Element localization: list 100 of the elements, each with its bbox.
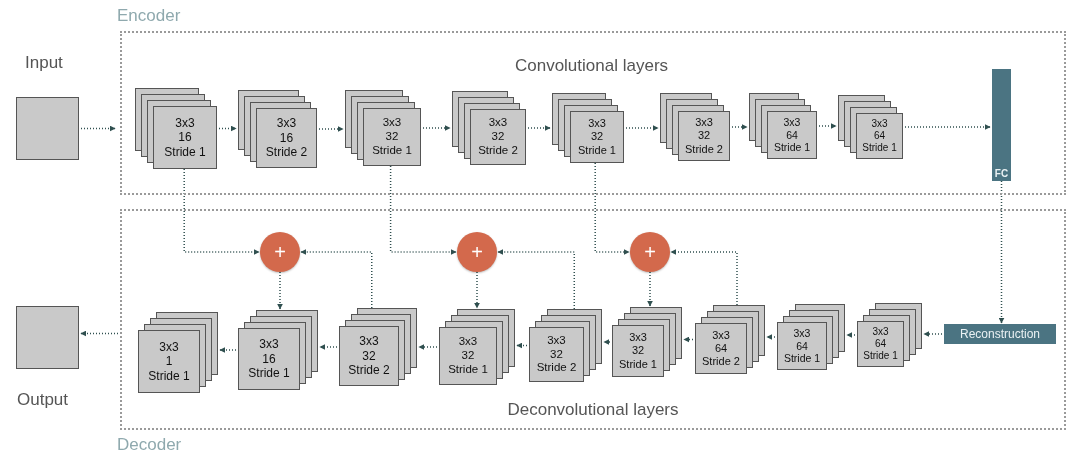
layer-label: 3x3 [695,116,713,130]
add-circle [457,232,497,272]
layer-label: Stride 1 [773,141,811,154]
layer-label: Stride 2 [265,145,308,160]
layer-label: 32 [362,348,376,364]
bar-label: FC [994,168,1009,179]
arrow [647,271,653,307]
io-label: Input [25,53,63,73]
layer-label: Stride 1 [578,143,616,157]
arrow [766,334,776,340]
layer-label: 32 [697,129,711,143]
arrow [527,125,551,131]
layer-label: 32 [590,130,604,144]
layer-label: 3x3 [783,116,801,129]
arrow [516,342,528,349]
layer-stack [238,90,317,168]
layer-label: Stride 2 [348,363,390,378]
layer-stack [552,93,624,163]
arrow [846,332,856,338]
section-title: Deconvolutional layers [506,400,680,420]
layer-label: 64 [796,339,808,353]
layer-label: 3x3 [547,333,566,348]
layer-label: 3x3 [872,326,889,338]
layer-label: Stride 1 [372,143,412,158]
fc-layer-bar [992,69,1011,181]
layer-label: 16 [262,351,276,367]
arrow [625,125,659,131]
bar-label: Reconstruction [959,327,1040,341]
layer-label: Stride 1 [862,142,897,154]
layer-stack [138,312,218,393]
layer-label: Stride 2 [478,143,518,158]
dotted-frame [117,6,1066,195]
layer-label: Stride 1 [863,350,898,362]
layer-label: Stride 1 [783,352,821,365]
add-circle [630,232,670,272]
io-label: Output [17,390,69,410]
layer-label: Stride 1 [448,362,488,377]
arrow [923,331,943,337]
layer-label: Stride 1 [248,366,290,381]
layer-label: 3x3 [488,116,508,131]
layer-label: Stride 1 [164,144,206,160]
section-heading: Decoder [117,435,182,455]
layer-stack [660,93,730,161]
layer-stack [857,303,922,367]
layer-stack [838,95,903,159]
layer-label: 3x3 [871,118,888,130]
arrow [904,124,991,130]
layer-label: 64 [874,338,887,350]
arrow [219,347,237,353]
layer-label: 1 [165,354,173,369]
arrow [731,124,748,130]
image-box [16,306,79,369]
layer-stack [749,93,817,159]
layer-label: 3x3 [175,115,195,131]
image-box [16,97,79,160]
arrow [80,125,116,132]
layer-stack [439,309,515,385]
layer-stack [339,308,417,386]
layer-label: Stride 2 [702,355,740,369]
layer-label: 3x3 [159,339,179,355]
arrow [218,125,237,132]
layer-label: 32 [631,344,645,358]
arrow [80,330,119,337]
layer-stack [345,90,421,166]
plus-sign: + [274,240,286,264]
layer-label: 3x3 [382,116,402,131]
layer-label: Stride 1 [619,357,657,371]
layer-label: 32 [491,130,505,144]
add-circle [260,232,300,272]
arrow [418,344,438,350]
layer-stack [452,91,526,165]
layer-label: 64 [714,341,728,356]
layer-label: 3x3 [629,331,647,345]
layer-stack [777,304,845,370]
plus-sign: + [644,240,656,264]
layer-label: Stride 2 [685,142,723,156]
layer-stack [695,305,765,374]
arrow [318,126,344,132]
layer-stack [612,307,682,377]
layer-label: 32 [385,130,399,144]
layer-label: 3x3 [793,327,811,340]
plus-sign: + [471,240,483,264]
arrow [818,123,837,129]
layer-label: 64 [873,130,886,142]
layer-label: 3x3 [458,335,478,350]
layer-label: 3x3 [588,117,606,131]
arrow [683,336,694,343]
layer-label: 32 [461,349,475,363]
layer-label: 3x3 [276,116,297,131]
layer-label: 3x3 [259,337,279,352]
layer-stack [135,88,217,169]
reconstruction-bar [944,324,1056,344]
arrow [422,125,451,131]
layer-label: 16 [178,130,192,145]
layer-label: 3x3 [712,328,730,342]
arrow [319,344,338,350]
arrow [277,271,283,310]
section-title: Convolutional layers [513,56,670,76]
layer-label: 16 [279,130,294,146]
layer-label: 64 [786,128,798,142]
